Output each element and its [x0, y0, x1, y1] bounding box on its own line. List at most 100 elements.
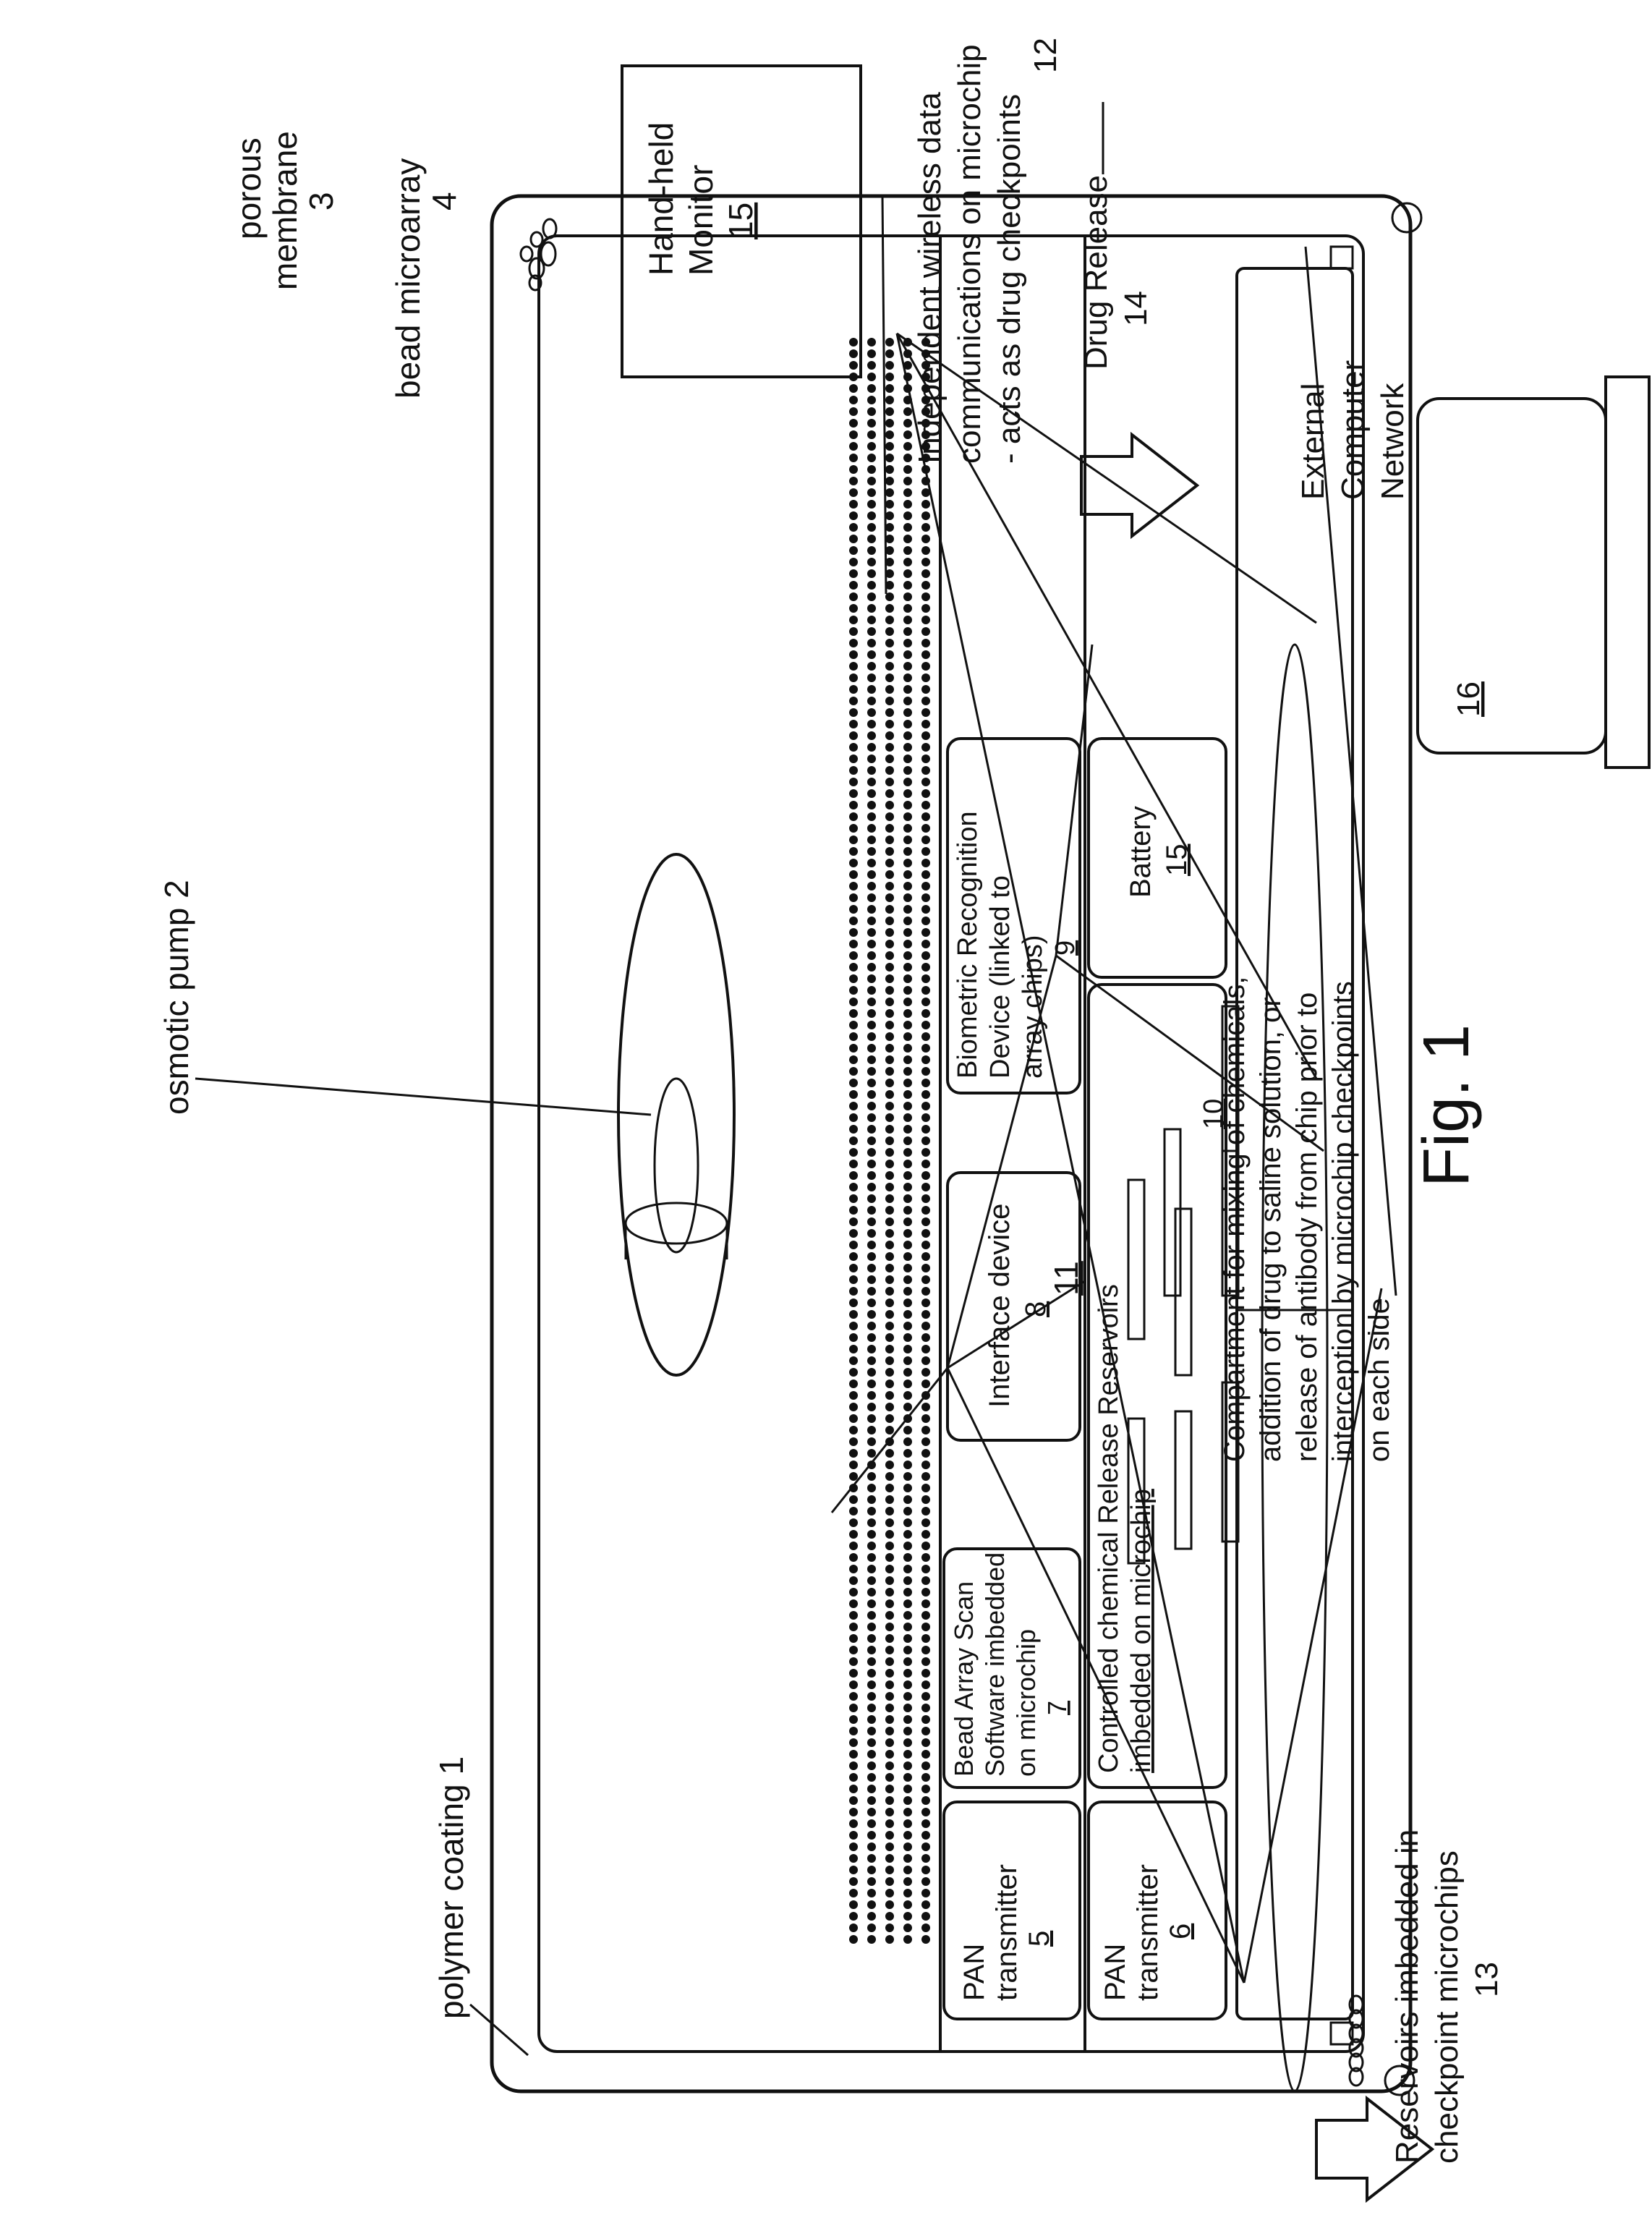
bead — [885, 1588, 894, 1597]
bead — [849, 592, 858, 601]
bead — [921, 731, 930, 740]
bead — [867, 1229, 876, 1238]
bead — [885, 940, 894, 948]
bead — [867, 1217, 876, 1226]
bead — [849, 1750, 858, 1759]
bead — [849, 778, 858, 786]
bead — [921, 1403, 930, 1411]
bead-microarray — [849, 338, 930, 1944]
bead — [921, 1079, 930, 1087]
bead — [849, 1055, 858, 1064]
bead — [867, 1380, 876, 1388]
bead — [867, 720, 876, 728]
bead — [921, 836, 930, 844]
bead — [867, 986, 876, 995]
bead — [849, 951, 858, 960]
bead — [921, 1542, 930, 1550]
bead — [849, 1542, 858, 1550]
bead — [849, 523, 858, 532]
bead — [885, 1148, 894, 1157]
bead — [867, 1298, 876, 1307]
bead — [885, 1055, 894, 1064]
bead — [903, 928, 912, 937]
bead — [921, 1044, 930, 1053]
bead — [885, 1449, 894, 1458]
bead — [921, 847, 930, 856]
bead — [867, 1727, 876, 1735]
bead — [885, 523, 894, 532]
bead — [903, 917, 912, 925]
bead — [921, 569, 930, 578]
compartment-label-1: Compartment for mixing of chemicals, — [1219, 977, 1251, 1462]
bead — [885, 1252, 894, 1261]
bead — [921, 1310, 930, 1319]
bead — [903, 1854, 912, 1863]
bead — [849, 1530, 858, 1539]
bead — [849, 349, 858, 358]
bead — [867, 1715, 876, 1724]
monitor-label-2: Monitor — [682, 165, 720, 276]
bead — [921, 1380, 930, 1388]
bead — [867, 1599, 876, 1608]
bead — [903, 488, 912, 497]
bead — [867, 361, 876, 370]
bead — [921, 789, 930, 798]
bead — [867, 1113, 876, 1122]
bead — [867, 1426, 876, 1434]
bead — [903, 801, 912, 809]
bead — [903, 1264, 912, 1272]
bead — [903, 1310, 912, 1319]
bead — [849, 1808, 858, 1816]
pan5-line2: transmitter — [991, 1864, 1023, 2001]
bead — [867, 1345, 876, 1353]
bead — [885, 627, 894, 636]
bead — [849, 1217, 858, 1226]
bead — [921, 1484, 930, 1492]
drug-release-arrow-right — [1081, 435, 1197, 536]
bead — [921, 1854, 930, 1863]
bead — [903, 1461, 912, 1469]
controlled-release-number: 10 — [1198, 1099, 1229, 1129]
bead — [885, 1599, 894, 1608]
bead — [885, 639, 894, 647]
bead — [867, 673, 876, 682]
bead — [849, 1229, 858, 1238]
bead — [885, 1831, 894, 1840]
bead — [903, 1727, 912, 1735]
bead — [921, 1160, 930, 1168]
bead — [867, 1785, 876, 1793]
bead — [849, 986, 858, 995]
bead — [921, 1333, 930, 1342]
bead — [903, 1252, 912, 1261]
bead — [885, 1611, 894, 1620]
bead — [885, 1194, 894, 1203]
pan6-line1: PAN — [1099, 1944, 1131, 2001]
bead — [885, 951, 894, 960]
bead — [885, 1217, 894, 1226]
bead — [849, 1437, 858, 1446]
bead — [849, 1565, 858, 1573]
bead — [849, 1380, 858, 1388]
bead — [921, 1715, 930, 1724]
porous-membrane-label-2: membrane — [266, 131, 304, 290]
bead — [903, 1125, 912, 1134]
bead — [867, 1310, 876, 1319]
bead — [921, 1507, 930, 1516]
bead — [921, 986, 930, 995]
bead — [849, 812, 858, 821]
bead — [885, 1866, 894, 1874]
bead — [867, 1391, 876, 1400]
bead — [867, 1842, 876, 1851]
bead — [885, 1032, 894, 1041]
bead — [903, 1403, 912, 1411]
bead — [849, 1692, 858, 1701]
bead — [867, 1819, 876, 1828]
external-network-number: 16 — [1451, 681, 1486, 717]
bead — [849, 1912, 858, 1921]
bead — [867, 1704, 876, 1712]
bead — [867, 928, 876, 937]
bead — [885, 349, 894, 358]
bead — [867, 963, 876, 972]
bead — [867, 581, 876, 590]
